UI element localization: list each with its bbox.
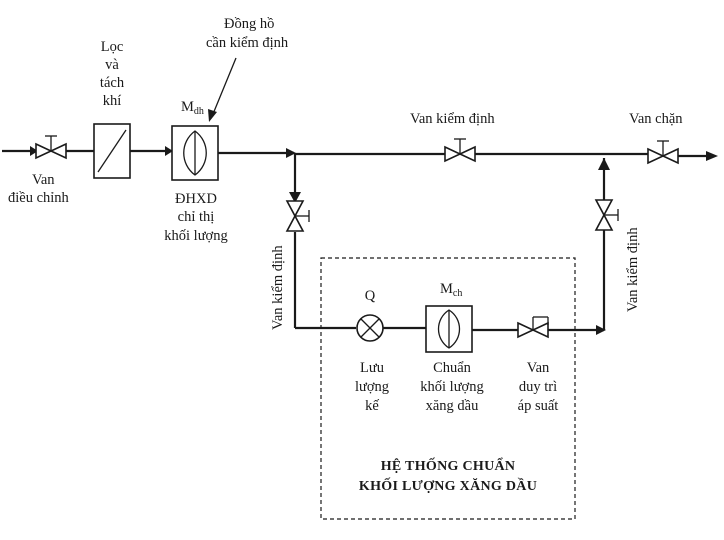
van-kiem-dinh-top-valve-icon (444, 138, 476, 163)
meter-ch-icon (425, 305, 473, 353)
dhxd-label-1: ĐHXD (175, 191, 217, 207)
van-dieu-chinh-label-2: điều chỉnh (8, 190, 70, 206)
van-duy-tri-valve-icon (517, 316, 549, 339)
inlet-arrow (30, 146, 38, 156)
van-dieu-chinh-valve-icon (35, 135, 67, 160)
van-duy-tri-label-2: duy trì (519, 379, 557, 395)
q-label: Q (365, 288, 376, 304)
dong-ho-label-2: cần kiểm định (206, 35, 289, 51)
left-branch-down-arrow (289, 192, 301, 203)
van-kiem-dinh-right-label: Van kiểm định (625, 227, 641, 312)
main-pipeline (2, 149, 708, 158)
van-kiem-dinh-top-label: Van kiểm định (410, 111, 495, 127)
van-duy-tri-label-1: Van (527, 360, 550, 376)
filter-icon (93, 123, 131, 179)
left-branch-pipe (293, 154, 356, 330)
he-thong-title-2: KHỐI LƯỢNG XĂNG DẦU (359, 476, 537, 494)
callout-arrow (208, 57, 237, 122)
filter-arrow (165, 146, 173, 156)
standard-system-box (320, 257, 576, 520)
van-kiem-dinh-left-valve-icon (285, 200, 310, 232)
right-junction-arrow (596, 325, 606, 335)
m-dh-label: Mdh (181, 99, 204, 117)
dhxd-label-3: khối lượng (164, 228, 227, 244)
chuan-label-1: Chuẩn (433, 360, 472, 376)
junction-arrow-left (286, 148, 296, 158)
luu-luong-label-1: Lưu (360, 360, 384, 376)
van-chan-label: Van chặn (629, 111, 683, 127)
luu-luong-label-2: lượng (355, 379, 389, 395)
van-kiem-dinh-left-label: Van kiểm định (270, 245, 286, 330)
flowmeter-q-icon (356, 314, 384, 342)
he-thong-title-1: HỆ THỐNG CHUẨN (381, 456, 516, 474)
van-kiem-dinh-right-valve-icon (594, 199, 619, 231)
loc-label-4: khí (103, 93, 122, 109)
m-ch-label: Mch (440, 281, 462, 299)
dong-ho-label-1: Đồng hồ (224, 16, 274, 32)
chuan-label-3: xăng dầu (426, 398, 479, 414)
chuan-label-2: khối lượng (420, 379, 483, 395)
dhxd-label-2: chỉ thị (178, 209, 215, 225)
outlet-arrow (706, 151, 718, 161)
loc-label-2: và (105, 57, 119, 73)
van-duy-tri-label-3: áp suất (518, 398, 559, 414)
van-chan-valve-icon (647, 140, 679, 165)
luu-luong-label-3: kế (365, 398, 379, 414)
meter-dh-icon (171, 125, 219, 181)
loc-label-3: tách (100, 75, 125, 91)
van-dieu-chinh-label-1: Van (32, 172, 55, 188)
loc-label-1: Lọc (101, 39, 124, 55)
right-branch-up-arrow (598, 158, 610, 170)
